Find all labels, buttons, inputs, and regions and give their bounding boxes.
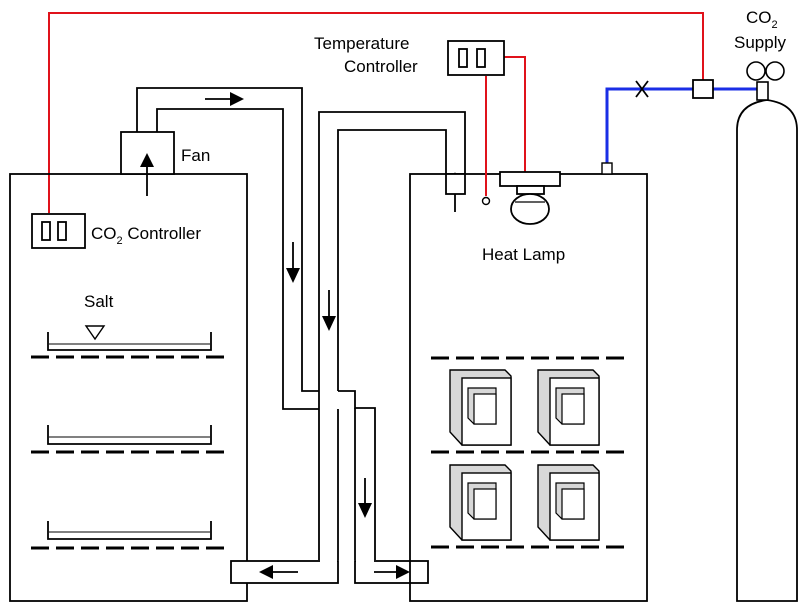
flow-arrow-icon-down-1 xyxy=(286,242,300,283)
salt-tray-top xyxy=(47,332,212,351)
specimen-cage-top-right xyxy=(537,369,600,446)
co2-cylinder-icon xyxy=(736,61,798,602)
co2-inlet-port xyxy=(601,162,613,175)
heat-lamp-label: Heat Lamp xyxy=(482,245,565,264)
co2-controller-label: CO2 Controller xyxy=(91,224,201,247)
specimen-cage-top-left xyxy=(449,369,512,446)
co2-gas-line xyxy=(605,87,693,163)
flow-arrow-icon-down-3 xyxy=(358,478,372,518)
x-valve-icon xyxy=(635,80,649,98)
temperature-wire-right xyxy=(504,56,526,172)
duct-lower-outer xyxy=(338,390,376,560)
fan-arrow-icon xyxy=(140,153,154,196)
temperature-sensor-icon xyxy=(481,196,491,206)
flow-arrow-icon-down-2 xyxy=(322,290,336,331)
co2-solenoid-box xyxy=(692,79,714,99)
duct-outer-top xyxy=(136,87,319,392)
temperature-controller-label-line1: Temperature xyxy=(314,34,409,53)
specimen-cage-bottom-left xyxy=(449,464,512,541)
salt-tray-middle xyxy=(47,425,212,445)
flow-arrow-icon-top-right xyxy=(205,92,244,106)
co2-supply-label-line1: CO2 xyxy=(746,8,778,31)
heat-lamp-icon xyxy=(499,171,561,225)
duct-inner-top xyxy=(156,108,319,410)
co2-supply-label-line2: Supply xyxy=(734,33,786,52)
co2-control-line xyxy=(48,12,704,213)
flow-arrow-icon-right-bottom xyxy=(374,565,410,579)
salt-label: Salt xyxy=(84,292,114,311)
temperature-controller-label-line2: Controller xyxy=(344,57,418,76)
right-chamber xyxy=(409,173,648,602)
right-chamber-inlet xyxy=(445,173,466,195)
co2-controller-box-icon xyxy=(31,213,86,249)
salt-tray-bottom xyxy=(47,521,212,540)
specimen-cage-bottom-right xyxy=(537,464,600,541)
temperature-controller-box-icon xyxy=(447,40,505,76)
fan-label: Fan xyxy=(181,146,210,165)
duct-return-outer xyxy=(318,111,466,560)
flow-arrow-icon-left-bottom xyxy=(259,565,298,579)
salt-level-icon xyxy=(84,325,106,341)
duct-return-inner xyxy=(337,129,447,391)
